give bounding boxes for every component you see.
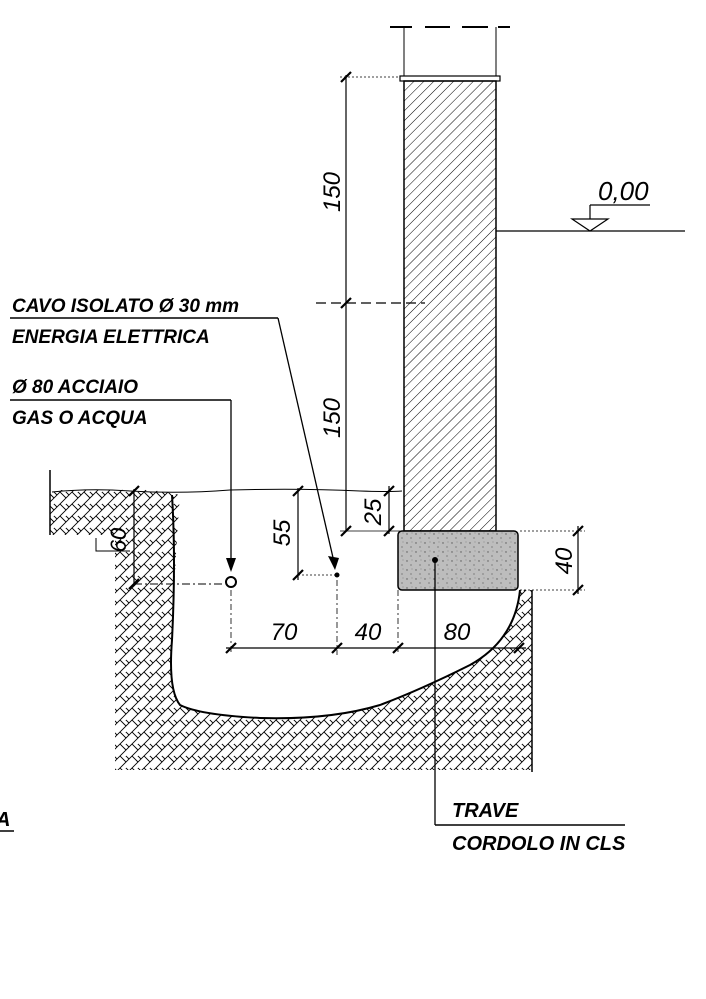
concrete-beam (397, 530, 519, 591)
beam-height-dimension (520, 525, 585, 596)
trench-outline (170, 494, 521, 720)
dim-pipe-to-cable: 70 (271, 619, 298, 646)
beam-label-line2: CORDOLO IN CLS (452, 833, 626, 855)
pole (403, 80, 497, 532)
dim-beam-height: 40 (551, 547, 578, 574)
dim-cable-to-beam: 40 (355, 619, 382, 646)
pipe-callout: Ø 80 ACCIAIO GAS O ACQUA (10, 377, 236, 572)
dim-trench-depth: 60 (106, 527, 131, 552)
pole-dimension-chain (316, 71, 425, 537)
pipe-label-line1: Ø 80 ACCIAIO (12, 377, 138, 398)
dim-pole-lower: 150 (319, 397, 346, 438)
ground-surface-line (51, 488, 403, 493)
horizontal-dimension-chain (225, 580, 526, 655)
cable-label-line2: ENERGIA ELETTRICA (12, 327, 210, 348)
beam-callout: TRAVE CORDOLO IN CLS (432, 557, 626, 855)
pipe-symbol (225, 576, 237, 588)
cable-callout: CAVO ISOLATO Ø 30 mm ENERGIA ELETTRICA (10, 296, 339, 570)
dim-beam-width: 80 (444, 619, 471, 646)
cable-depth-dimension (292, 485, 336, 581)
dim-cable-depth: 55 (269, 519, 296, 546)
beam-label-line1: TRAVE (452, 800, 519, 822)
pole-top-break (390, 26, 510, 78)
trench-depth-dimension (95, 485, 225, 590)
level-marker: 0,00 (496, 176, 685, 232)
cable-symbol (334, 572, 340, 578)
cable-label-line1: CAVO ISOLATO Ø 30 mm (12, 296, 239, 317)
level-value: 0,00 (598, 176, 649, 206)
dim-pole-upper: 150 (319, 171, 346, 212)
edge-fragment: A (0, 809, 14, 832)
dim-embed: 25 (360, 498, 387, 526)
edge-fragment-text: A (0, 809, 10, 831)
pipe-label-line2: GAS O ACQUA (12, 408, 147, 429)
